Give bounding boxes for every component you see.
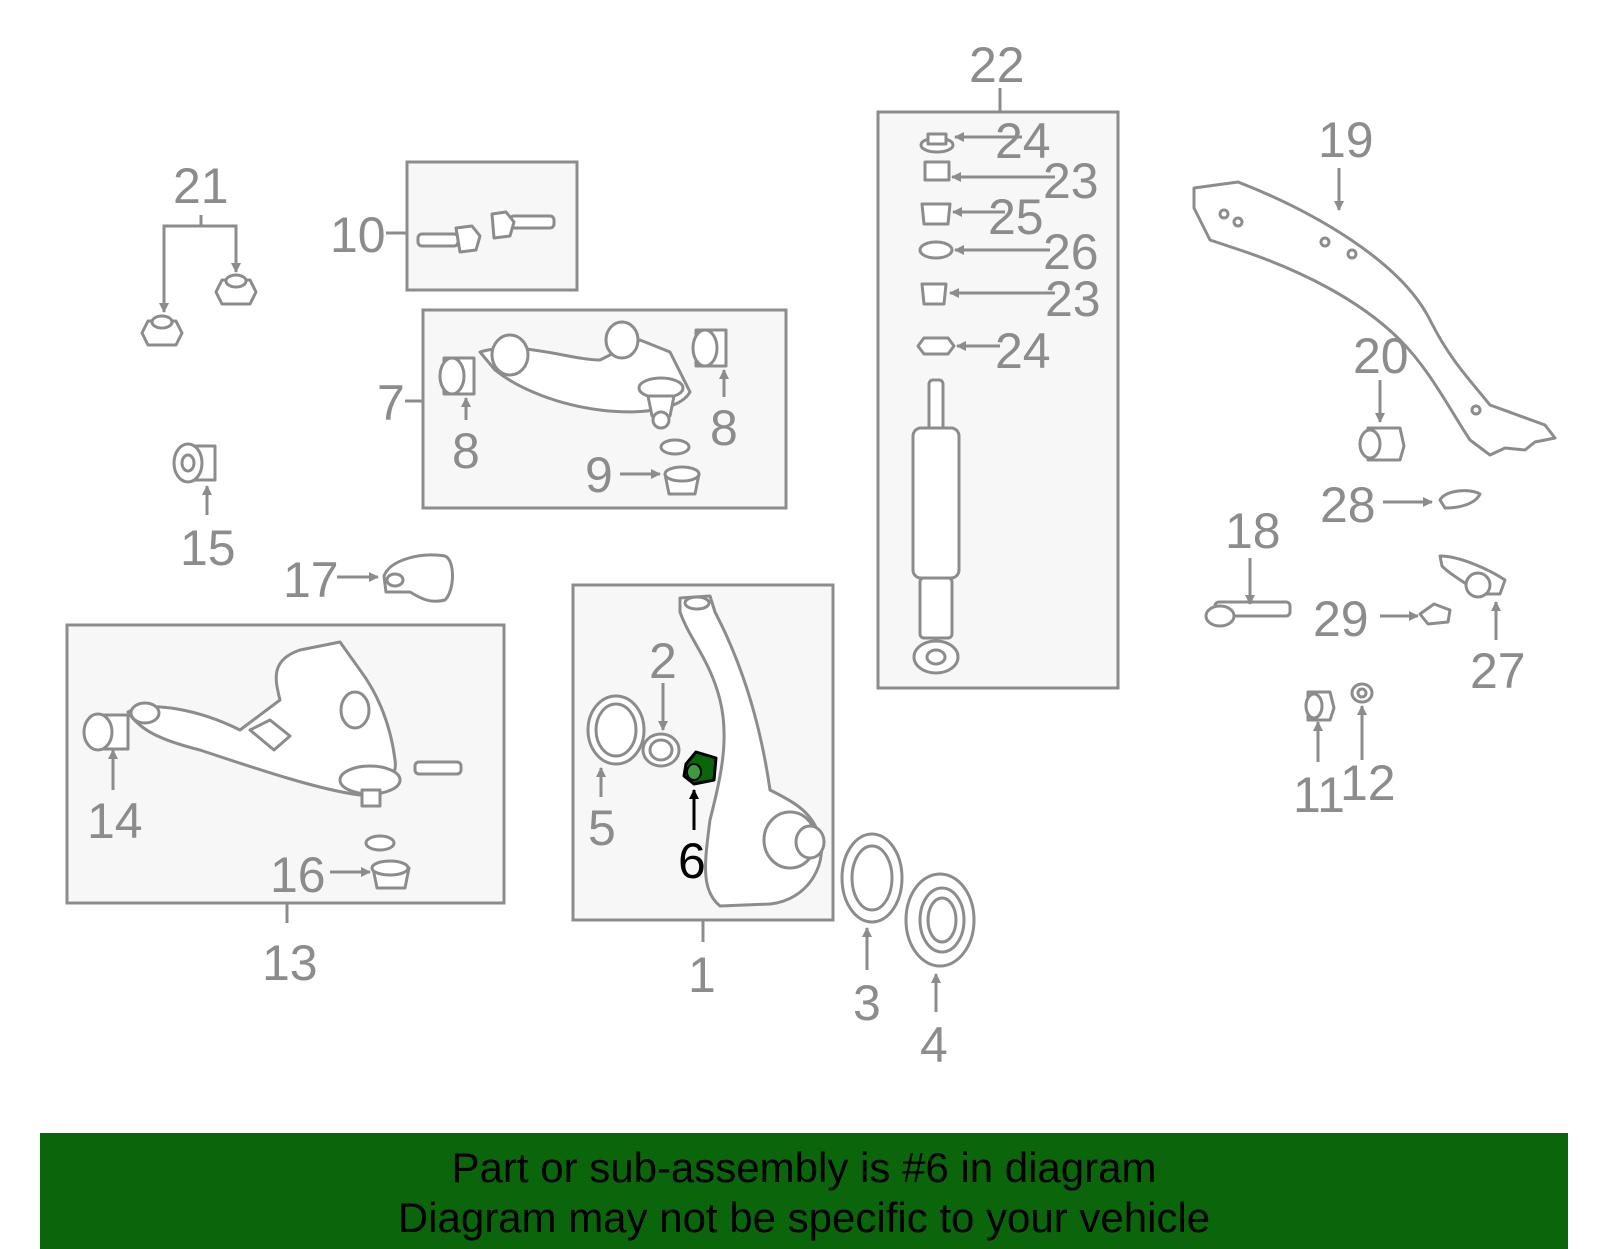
label-25: 25 (988, 189, 1044, 245)
bushing-20 (1358, 426, 1406, 462)
label-11: 11 (1293, 767, 1345, 823)
label-1: 1 (688, 947, 716, 1003)
label-22: 22 (969, 37, 1025, 93)
label-16: 16 (270, 847, 326, 903)
label-15: 15 (180, 520, 236, 576)
bushing-11 (1304, 690, 1336, 722)
label-5: 5 (588, 800, 616, 856)
label-13: 13 (262, 935, 318, 991)
info-banner: Part or sub-assembly is #6 in diagram Di… (40, 1133, 1568, 1249)
mount-nut-pair (140, 215, 258, 347)
washer-12 (1350, 682, 1374, 704)
label-17: 17 (283, 552, 339, 608)
bolt-18 (1204, 600, 1292, 628)
label-23b: 23 (1045, 271, 1101, 327)
banner-line-1: Part or sub-assembly is #6 in diagram (451, 1144, 1157, 1191)
label-20: 20 (1353, 328, 1409, 384)
label-9: 9 (585, 447, 613, 503)
dust-cover-3 (840, 832, 904, 924)
label-18: 18 (1225, 503, 1281, 559)
steering-knuckle (586, 594, 826, 908)
label-26: 26 (1043, 224, 1099, 280)
label-28: 28 (1320, 477, 1376, 533)
clip-28 (1438, 489, 1482, 510)
label-6: 6 (678, 833, 706, 889)
cam-bolts (416, 210, 556, 254)
label-8a: 8 (452, 423, 480, 479)
label-12: 12 (1340, 755, 1396, 811)
label-10: 10 (330, 207, 386, 263)
banner-line-2: Diagram may not be specific to your vehi… (397, 1194, 1211, 1241)
label-29: 29 (1313, 591, 1369, 647)
lower-control-arm (82, 640, 463, 890)
bracket-27 (1438, 554, 1507, 599)
bracket-17 (382, 553, 454, 603)
label-24b: 24 (995, 323, 1051, 379)
label-4: 4 (920, 1017, 948, 1073)
label-24a: 24 (995, 113, 1051, 169)
crossmember-19 (1192, 180, 1557, 457)
backing-plate-4 (904, 872, 976, 968)
label-21: 21 (173, 158, 229, 214)
shock-absorber (911, 132, 961, 675)
bushing-15 (172, 442, 217, 484)
label-27: 27 (1470, 643, 1526, 699)
upper-control-arm (438, 320, 728, 496)
label-3: 3 (853, 975, 881, 1031)
label-23a: 23 (1043, 153, 1099, 209)
label-19: 19 (1318, 112, 1374, 168)
box-shock-absorber (876, 110, 1120, 690)
label-8b: 8 (710, 400, 738, 456)
highlighted-bushing-part-6[interactable] (682, 750, 718, 786)
clip-29 (1418, 602, 1452, 626)
label-14: 14 (87, 793, 143, 849)
label-2: 2 (649, 633, 677, 689)
label-7: 7 (377, 375, 405, 431)
